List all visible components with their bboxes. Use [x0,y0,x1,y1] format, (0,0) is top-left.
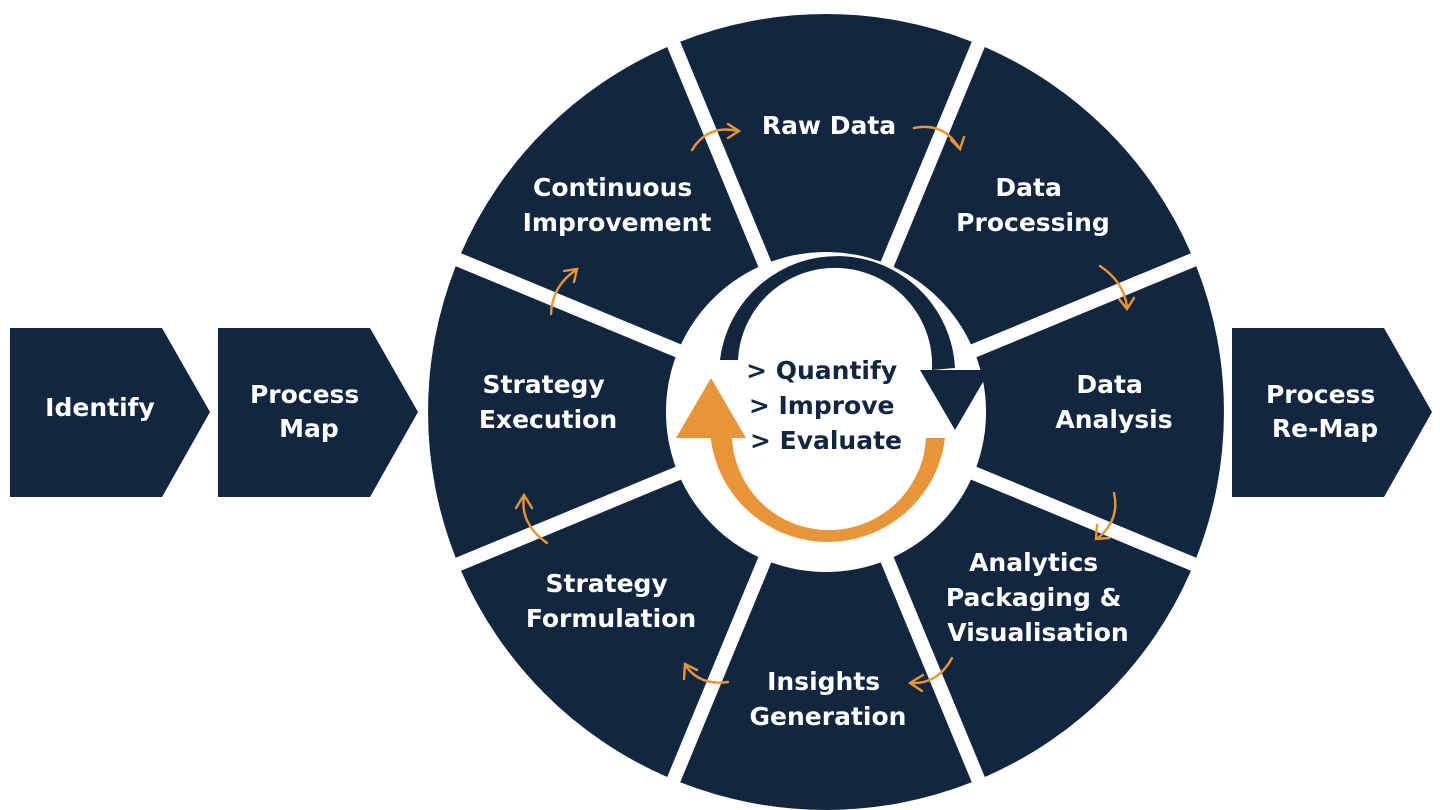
segment-strategy-execution [428,266,676,558]
chevron-process-re-map: Process Re-Map [1232,328,1432,497]
center-item-quantify: > Quantify [746,356,897,385]
cycle-wheel [428,14,1224,810]
step-strategy-execution-label: Strategy Execution [479,370,617,434]
curved-arrow-icon [1098,264,1136,312]
chevron-identify-label: Identify [45,393,155,422]
step-insights-generation-label: Insights Generation [750,667,907,731]
step-raw-data-label: Raw Data [762,111,896,140]
center-cycle: > Quantify > Improve > Evaluate [676,256,990,542]
chevron-process-map-label: Process Map [250,380,368,443]
curved-arrow-icon [912,125,966,152]
segment-insights-generation [680,562,972,810]
chevron-identify: Identify [10,328,210,497]
connector-arrows [514,122,1136,693]
curved-arrow-icon [549,267,579,316]
curved-arrow-icon [690,122,742,152]
step-analytics-packaging-label: Analytics Packaging & Visualisation [946,548,1130,647]
chevron-process-re-map-label: Process Re-Map [1266,380,1384,443]
curved-arrow-icon [1094,491,1117,541]
chevron-process-map: Process Map [218,328,418,497]
step-data-analysis-label: Data Analysis [1055,370,1172,434]
curved-arrow-icon [907,656,954,693]
segment-strategy-formulation [461,479,759,777]
step-strategy-formulation-label: Strategy Formulation [526,569,696,633]
step-data-processing-label: Data Processing [956,173,1110,237]
cycle-labels: Raw Data Data Processing Data Analysis A… [479,111,1173,731]
center-item-evaluate: > Evaluate [750,426,902,455]
center-list: > Quantify > Improve > Evaluate [746,356,906,455]
segment-analytics-packaging [893,479,1191,777]
step-continuous-improvement-label: Continuous Improvement [523,173,712,237]
clockwise-arrow-icon [720,256,990,430]
center-item-improve: > Improve [749,391,895,420]
counter-arrow-icon [676,378,945,542]
segment-raw-data [680,14,972,262]
curved-arrow-icon [514,492,549,545]
segment-data-processing [893,47,1191,345]
segment-data-analysis [976,266,1224,558]
segment-continuous-improvement [461,47,759,345]
curved-arrow-icon [682,662,730,684]
